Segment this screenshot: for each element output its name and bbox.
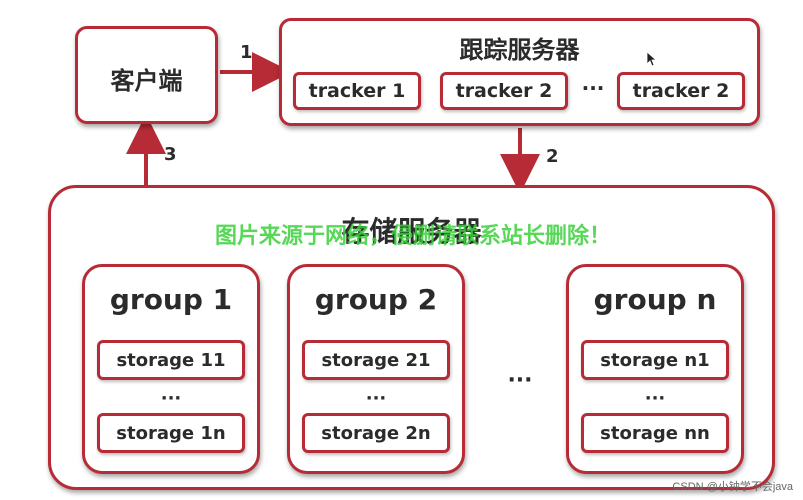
csdn-credit: CSDN @小钟学不会java bbox=[672, 481, 793, 493]
storage-1n: storage 1n bbox=[97, 413, 245, 453]
between-groups-ellipsis: ··· bbox=[507, 368, 533, 393]
mouse-cursor-icon bbox=[646, 51, 658, 67]
storage-21: storage 21 bbox=[302, 340, 450, 380]
group-1-ellipsis: ··· bbox=[160, 388, 182, 409]
group-n-ellipsis: ··· bbox=[644, 388, 666, 409]
tracker-ellipsis: ··· bbox=[581, 76, 605, 100]
step-1-label: 1 bbox=[240, 42, 253, 63]
storage-2n: storage 2n bbox=[302, 413, 450, 453]
tracker-server-title: 跟踪服务器 bbox=[459, 36, 580, 64]
storage-11: storage 11 bbox=[97, 340, 245, 380]
watermark-text: 图片来源于网络，侵删请联系站长删除！ bbox=[215, 224, 612, 249]
client-box: 客户端 bbox=[75, 26, 218, 124]
group-2-title: group 2 bbox=[314, 283, 438, 316]
client-label: 客户端 bbox=[110, 67, 183, 95]
group-2-ellipsis: ··· bbox=[365, 388, 387, 409]
step-3-label: 3 bbox=[164, 144, 177, 165]
tracker-3: tracker 2 bbox=[617, 72, 745, 110]
storage-server-title: 存储服务器 bbox=[341, 215, 482, 248]
storage-n1: storage n1 bbox=[581, 340, 729, 380]
tracker-1: tracker 1 bbox=[293, 72, 421, 110]
group-n-title: group n bbox=[593, 283, 717, 316]
tracker-2: tracker 2 bbox=[440, 72, 568, 110]
group-1-title: group 1 bbox=[109, 283, 233, 316]
storage-nn: storage nn bbox=[581, 413, 729, 453]
step-2-label: 2 bbox=[546, 146, 559, 167]
